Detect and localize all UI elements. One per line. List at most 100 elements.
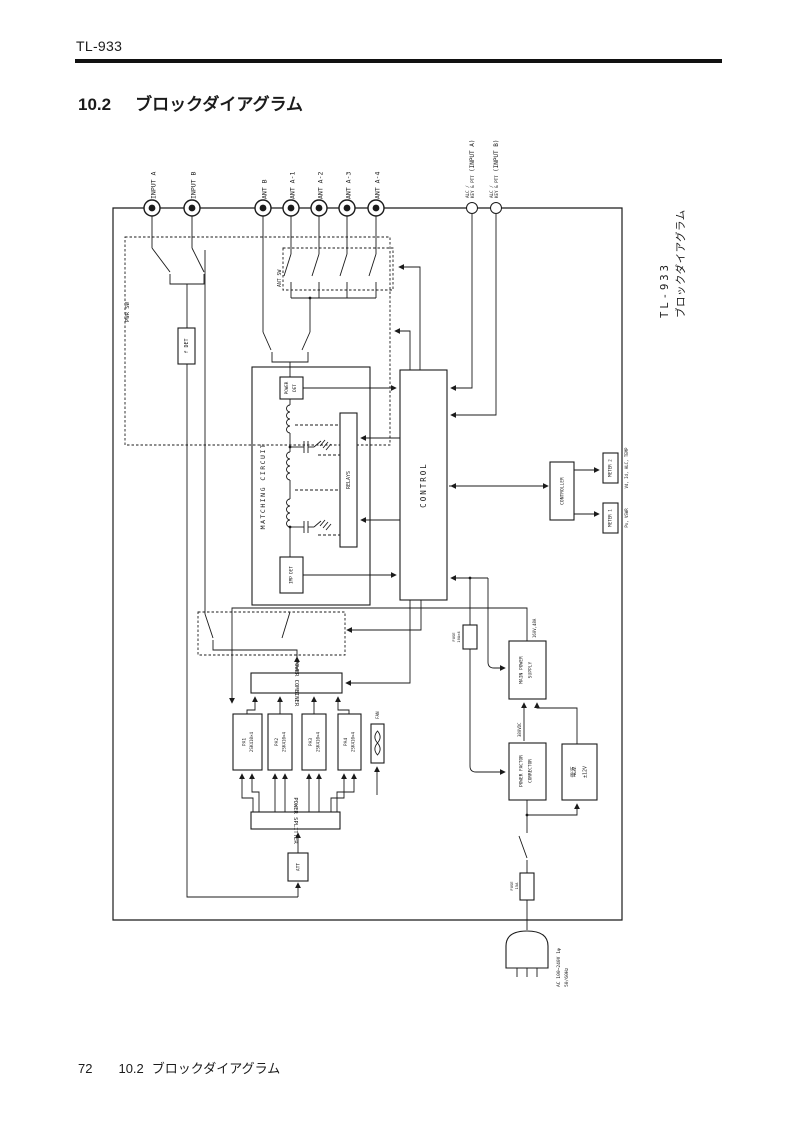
footer-section-title: ブロックダイアグラム xyxy=(151,1061,281,1076)
aux-connector xyxy=(466,202,478,214)
page-footer: 72 10.2 ブロックダイアグラム xyxy=(78,1058,280,1077)
header-rule xyxy=(75,59,722,63)
meter1-label: METER 1 xyxy=(608,509,613,527)
meter2-box xyxy=(602,452,619,484)
wires xyxy=(151,214,600,930)
controller-label: CONTROLLER xyxy=(560,477,566,505)
connector-label: ANT A-2 xyxy=(317,172,325,199)
connector-label: INPUT A xyxy=(150,172,158,199)
pa3-label: PA3 xyxy=(308,738,314,747)
rf-connector xyxy=(282,199,300,217)
pwr-sw-label: PWR SW xyxy=(125,301,131,322)
power-det-box xyxy=(279,376,304,400)
relays-box xyxy=(339,412,358,548)
connector-labels: INPUT A INPUT B ANT B ANT A-1 ANT A-2 AN… xyxy=(150,139,501,199)
aux-supply-label: 電源 xyxy=(570,766,578,778)
pfc-label: CORRECTOR xyxy=(528,759,534,783)
rf-connector xyxy=(183,199,201,217)
pa4-box xyxy=(337,713,362,771)
relays-label: RELAYS xyxy=(346,471,352,489)
aux-connector-name: (INPUT B) xyxy=(493,139,500,172)
blocks xyxy=(177,327,619,901)
pa4-label: PA4 xyxy=(343,738,349,747)
fuse-ac-box xyxy=(519,872,535,901)
main-power-supply-box xyxy=(508,640,547,700)
rf-connector xyxy=(143,199,161,217)
pa3-box xyxy=(301,713,327,771)
pfc-box xyxy=(508,742,547,801)
block-labels: PWR SW ANT SW f DET MATCHING CIRCUIT POW… xyxy=(125,270,629,987)
junction-dots xyxy=(288,296,529,817)
connector-label: ANT A-1 xyxy=(289,172,297,199)
power-combiner-label: POWER COMBINER xyxy=(293,660,299,707)
power-splitter-box xyxy=(250,811,341,830)
footer-section-number: 10.2 xyxy=(118,1061,144,1076)
aux-supply-box xyxy=(561,743,598,801)
controller-box xyxy=(549,461,575,521)
side-title-text: ブロックダイアグラム xyxy=(674,209,687,318)
connector-label: INPUT B xyxy=(190,172,198,199)
ac-input-label: AC 100~240V 1φ xyxy=(556,948,562,987)
aux-connector-label: KEY & PTT xyxy=(470,175,475,198)
meter1-box xyxy=(602,502,619,534)
main-power-supply-label: MAIN POWER xyxy=(519,656,525,684)
power-det-label: DET xyxy=(292,384,297,392)
fuse-ac-label: 15A xyxy=(514,882,519,890)
fuse-dc-label: FUSE xyxy=(451,632,456,642)
rf-connector xyxy=(338,199,356,217)
f-det-label: f DET xyxy=(184,338,190,353)
aux-connector-name: (INPUT A) xyxy=(469,139,476,172)
f-det-box xyxy=(177,327,196,365)
connector-label: ANT B xyxy=(261,179,269,199)
side-title: TL-933 ブロックダイアグラム xyxy=(659,209,687,318)
aux-connector xyxy=(490,202,502,214)
pa3-device-label: 2SK410×4 xyxy=(316,731,321,752)
bypass-relay-box xyxy=(197,611,346,656)
main-power-supply-label: SUPPLY xyxy=(528,661,534,678)
section-heading: 10.2 ブロックダイアグラム xyxy=(78,90,303,115)
ant-sw-box xyxy=(282,247,394,291)
section-number: 10.2 xyxy=(78,95,112,114)
fan-label: FAN xyxy=(375,711,380,719)
meter2-label: METER 2 xyxy=(608,459,613,477)
pfc-label: POWER FACTOR xyxy=(519,755,525,787)
meter1-reads-label: Po, VSWR xyxy=(624,508,629,528)
pa4-device-label: 2SK410×4 xyxy=(351,731,356,752)
footer-page-number: 72 xyxy=(78,1061,93,1076)
aux-supply-voltage-label: ±12V xyxy=(583,766,589,778)
rf-connector xyxy=(310,199,328,217)
aux-connector-label: ALC / xyxy=(489,185,494,198)
control-box xyxy=(399,369,448,601)
fuse-ac-label: FUSE xyxy=(509,881,514,891)
rf-connector xyxy=(367,199,385,217)
imp-det-label: IMP DET xyxy=(289,566,294,584)
meter2-reads-label: Vd, Id, ALC, TEMP xyxy=(624,447,629,489)
ac-input-label: 50/60Hz xyxy=(564,967,570,987)
aux-connector-label: ALC / xyxy=(465,185,470,198)
fuse-dc-box xyxy=(462,624,478,650)
pa1-device-label: 2SK410×4 xyxy=(249,731,254,752)
power-splitter-label: POWER SPLITTER xyxy=(292,797,298,844)
matching-circuit-box xyxy=(251,366,371,606)
pa2-box xyxy=(267,713,293,771)
pwr-sw-box xyxy=(124,236,391,446)
imp-det-box xyxy=(279,556,304,594)
att-box xyxy=(287,852,309,882)
side-title-model: TL-933 xyxy=(659,262,671,318)
pa2-device-label: 2SK410×4 xyxy=(282,731,287,752)
pa1-box xyxy=(232,713,263,771)
section-title: ブロックダイアグラム xyxy=(135,95,304,114)
rf-connectors xyxy=(143,199,502,217)
main-power-supply-output-label: 160V,48A xyxy=(532,618,537,638)
pa2-label: PA2 xyxy=(274,738,280,747)
aux-connector-label: KEY & PTT xyxy=(494,175,499,198)
power-det-label: POWER xyxy=(284,381,289,394)
ant-sw-label: ANT SW xyxy=(277,270,283,287)
dotted-boxes xyxy=(124,236,394,656)
outer-frame xyxy=(112,207,623,921)
connector-label: ANT A-3 xyxy=(345,172,353,199)
fan-icon xyxy=(374,730,381,756)
matching-circuit-label: MATCHING CIRCUIT xyxy=(259,443,267,530)
